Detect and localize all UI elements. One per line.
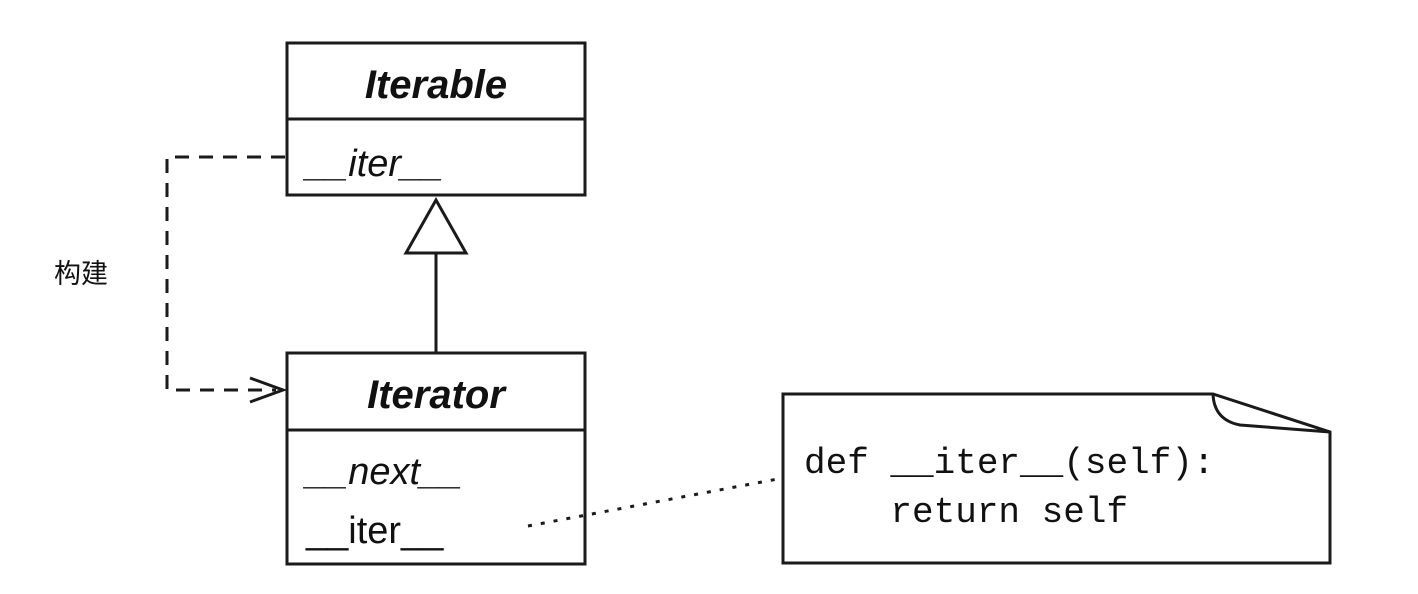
- build-dependency-line: [165, 155, 285, 392]
- note-box: [781, 392, 1332, 565]
- note-folded-corner: [1211, 393, 1331, 434]
- note-code-line-2: return self: [804, 492, 1128, 533]
- inheritance-arrowhead-icon: [403, 196, 469, 255]
- iterable-method-iter: __iter__: [303, 143, 443, 185]
- iterator-method-iter: __iter__: [305, 510, 444, 552]
- iterator-class-name: Iterator: [367, 373, 507, 417]
- build-relation-label: 构建: [54, 259, 108, 290]
- open-arrowhead-icon: [249, 376, 288, 404]
- iterator-class-box: [285, 351, 587, 566]
- iterable-class-name: Iterable: [365, 63, 507, 107]
- note-code-line-1: def __iter__(self):: [804, 443, 1214, 484]
- iterator-method-next: __next__: [303, 451, 462, 493]
